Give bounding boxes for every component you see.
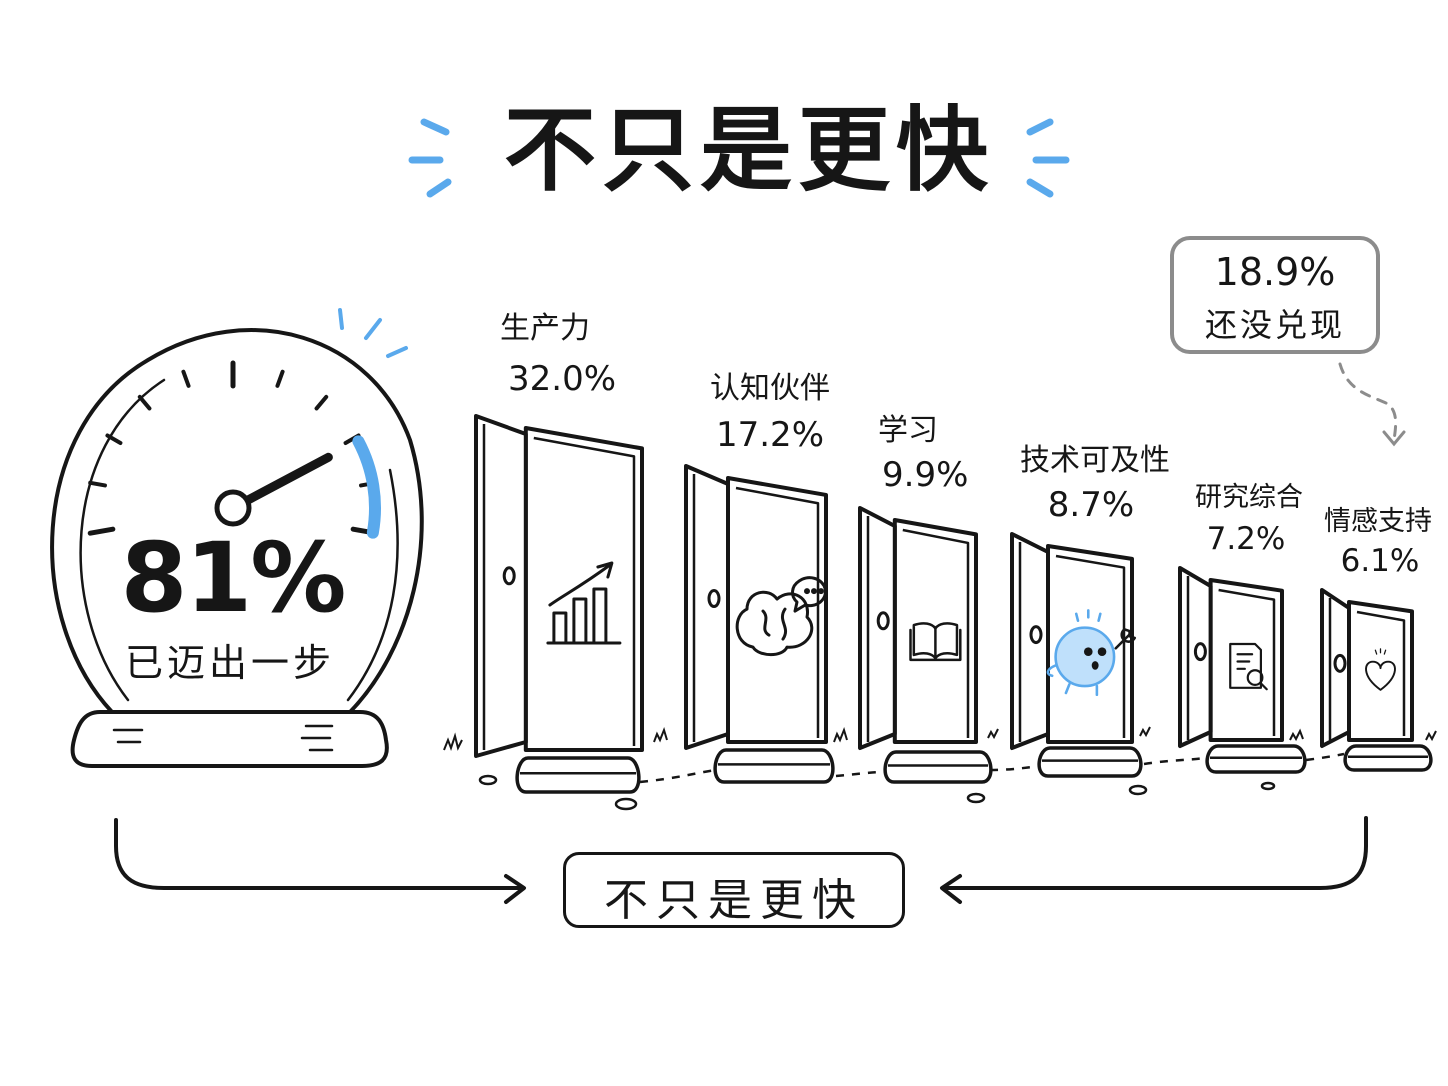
category-value-tech-access: 8.7% xyxy=(1047,485,1135,525)
callout-arrow xyxy=(1338,362,1406,447)
gauge-dome-inner xyxy=(79,378,166,702)
door-2 xyxy=(684,464,835,784)
gauge-base xyxy=(70,710,389,768)
gauge-hub xyxy=(214,489,252,527)
door-mat xyxy=(1205,744,1307,774)
door-3 xyxy=(858,506,993,784)
gauge-sparkle xyxy=(338,308,408,358)
bottom-bracket-left xyxy=(114,818,526,904)
bottom-label-box xyxy=(563,852,905,928)
callout-value: 18.9% xyxy=(1214,250,1336,294)
open-book-icon xyxy=(909,622,962,662)
category-label-cognitive-partner: 认知伙伴 xyxy=(710,371,830,406)
gauge-dome-inner-right xyxy=(346,468,399,702)
ground-path xyxy=(443,726,1437,811)
title-burst-left xyxy=(408,118,452,198)
door-4 xyxy=(1010,532,1143,778)
gauge-tick xyxy=(275,369,285,388)
category-label-research: 研究综合 xyxy=(1195,482,1303,513)
gauge-dome-outline xyxy=(50,328,424,714)
door-mat xyxy=(1037,746,1143,778)
callout-box xyxy=(1170,236,1380,354)
door-knob xyxy=(1029,625,1043,645)
gauge-tick xyxy=(87,526,116,536)
door-knob xyxy=(502,566,516,586)
gauge-tick xyxy=(105,433,123,445)
gauge-value: 81% xyxy=(120,522,347,634)
category-label-tech-access: 技术可及性 xyxy=(1020,443,1170,478)
gauge-tick xyxy=(181,369,191,388)
doors-row xyxy=(474,414,1433,794)
category-value-learning: 9.9% xyxy=(882,455,969,495)
category-value-emotional: 6.1% xyxy=(1340,543,1420,579)
robot-wrench-icon xyxy=(1046,609,1137,696)
gauge-tick xyxy=(88,480,107,488)
category-label-learning: 学习 xyxy=(878,413,938,448)
document-search-icon xyxy=(1229,642,1268,691)
gauge-caption: 已迈出一步 xyxy=(124,641,335,685)
door-5 xyxy=(1178,566,1307,774)
page-title: 不只是更快 xyxy=(503,97,994,204)
gauge-tick xyxy=(137,394,152,411)
bottom-label: 不只是更快 xyxy=(604,875,864,926)
title-burst-right xyxy=(1026,118,1070,198)
brain-chat-icon xyxy=(735,576,827,657)
category-label-productivity: 生产力 xyxy=(500,311,590,346)
bar-chart-growth-icon xyxy=(546,561,622,645)
door-knob xyxy=(1193,642,1207,662)
gauge-progress-arc xyxy=(352,435,381,539)
door-knob xyxy=(707,589,721,609)
heart-icon xyxy=(1365,648,1396,691)
gauge-tick xyxy=(314,394,329,411)
door-knob xyxy=(1333,653,1347,673)
door-knob xyxy=(876,611,890,631)
category-value-productivity: 32.0% xyxy=(508,359,617,399)
callout-caption: 还没兑现 xyxy=(1204,306,1345,344)
bottom-bracket-right xyxy=(940,816,1368,904)
door-6 xyxy=(1320,588,1433,772)
door-mat xyxy=(713,748,835,784)
door-mat xyxy=(883,750,993,784)
gauge xyxy=(50,308,424,768)
door-mat xyxy=(515,756,641,794)
category-label-emotional: 情感支持 xyxy=(1324,506,1432,537)
category-value-research: 7.2% xyxy=(1206,521,1286,557)
category-value-cognitive-partner: 17.2% xyxy=(715,415,824,455)
door-1 xyxy=(474,414,644,794)
